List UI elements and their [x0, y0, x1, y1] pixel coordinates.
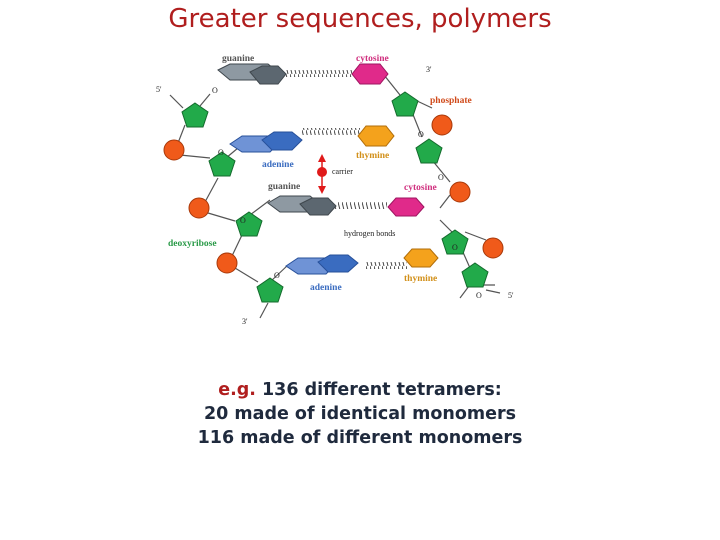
phosphate-label: phosphate: [430, 96, 472, 106]
deoxyribose-label: deoxyribose: [168, 239, 217, 249]
caption-line-3: 116 made of different monomers: [197, 428, 523, 448]
three-prime-top-label: 3': [426, 65, 432, 74]
o-label-2: O: [418, 130, 424, 139]
guanine-top-label: guanine: [222, 54, 254, 64]
cytosine-middle-label: cytosine: [404, 183, 437, 193]
o-label-4: O: [438, 173, 444, 182]
caption: e.g. 136 different tetramers: 20 made of…: [0, 378, 720, 450]
five-prime-top-label: 5': [156, 85, 162, 94]
carrier-label: carrier: [332, 167, 353, 176]
cytosine-top-base: [351, 63, 389, 85]
o-label-8: O: [476, 291, 482, 300]
o-label-3: O: [218, 148, 224, 157]
hydrogen-bonds: [286, 70, 407, 269]
o-label-7: O: [274, 271, 280, 280]
o-label-6: O: [452, 243, 458, 252]
thymine-upper-base: [357, 125, 395, 147]
guanine-middle-label: guanine: [268, 182, 300, 192]
right-strand-backbone: [379, 69, 501, 299]
dna-structure-diagram: guanine cytosine 3' 5' phosphate O O O O…: [156, 54, 514, 326]
caption-eg-prefix: e.g.: [218, 380, 256, 400]
three-prime-bottom-label: 3': [242, 317, 248, 326]
hydrogen-bonds-label: hydrogen bonds: [344, 229, 395, 238]
cytosine-middle-base: [387, 197, 425, 217]
adenine-lower-base: [285, 254, 359, 275]
adenine-upper-label: adenine: [262, 160, 294, 170]
thymine-lower-base: [403, 248, 439, 268]
cytosine-top-label: cytosine: [356, 54, 389, 64]
adenine-upper-base: [229, 131, 303, 153]
guanine-middle-base: [267, 195, 337, 216]
thymine-upper-label: thymine: [356, 151, 389, 161]
page-title: Greater sequences, polymers: [168, 4, 552, 34]
deoxyribose-sugars: [181, 91, 489, 303]
carrier-arrow: [317, 154, 327, 194]
phosphate-groups: [163, 114, 504, 274]
guanine-top-base: [217, 63, 287, 85]
adenine-lower-label: adenine: [310, 283, 342, 293]
thymine-lower-label: thymine: [404, 274, 437, 284]
five-prime-bottom-label: 5': [508, 291, 514, 300]
caption-line-1: e.g. 136 different tetramers:: [0, 378, 720, 402]
caption-line-2: 20 made of identical monomers: [203, 404, 517, 424]
o-label-5: O: [240, 216, 246, 225]
caption-line-1-text: 136 different tetramers:: [262, 380, 502, 400]
o-label-1: O: [212, 86, 218, 95]
